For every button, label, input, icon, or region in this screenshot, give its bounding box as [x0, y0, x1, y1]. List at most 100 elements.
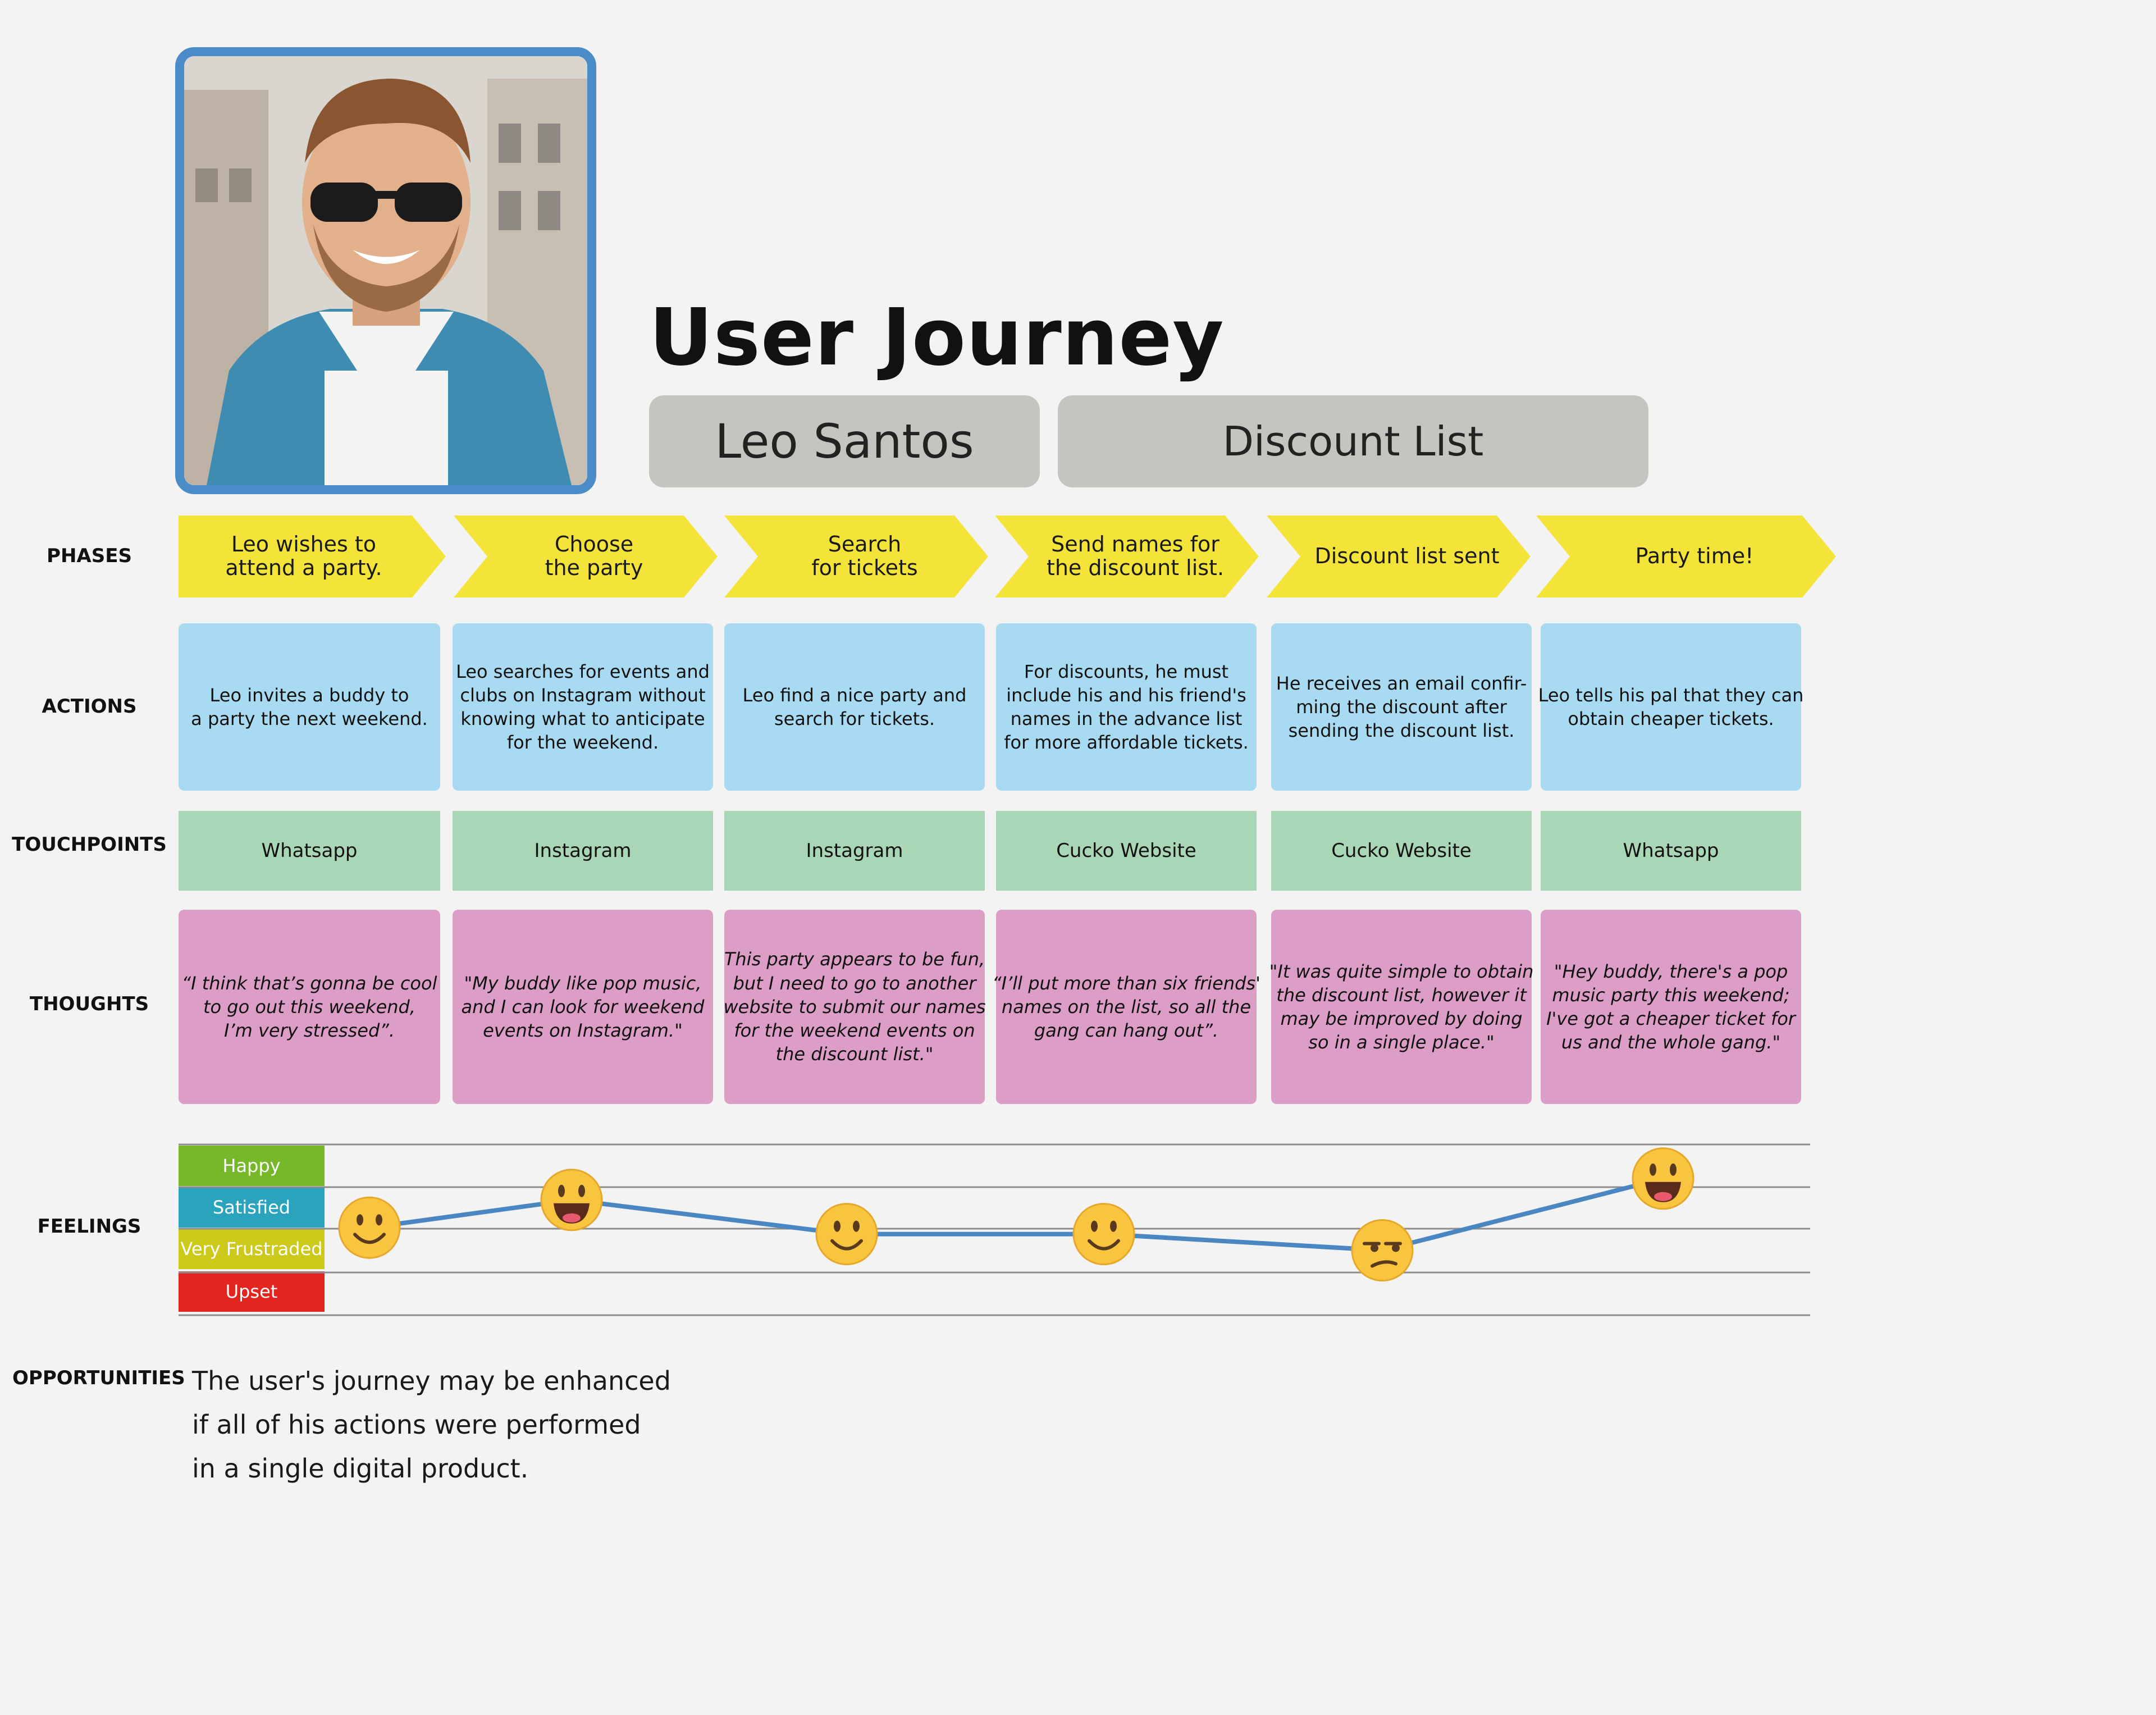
thought-card-line: the discount list.": [775, 1043, 934, 1065]
thought-card-line: but I need to go to another: [733, 972, 976, 994]
feeling-label: Very Frustraded: [180, 1238, 323, 1260]
action-card-line: obtain cheaper tickets.: [1568, 708, 1774, 729]
persona-name: Leo Santos: [715, 414, 974, 469]
touchpoint-card: Instagram: [453, 811, 713, 891]
feelings-line: [369, 1176, 1664, 1253]
touchpoint-card-label: Instagram: [534, 839, 632, 862]
touchpoint-card: Whatsapp: [1541, 811, 1801, 891]
touchpoint-card: Cucko Website: [1271, 811, 1532, 891]
feeling-label: Satisfied: [212, 1197, 291, 1218]
grin-emoji-icon: [540, 1169, 603, 1231]
thought-card-line: may be improved by doing: [1280, 1008, 1523, 1029]
smile-emoji-icon: [338, 1196, 401, 1259]
touchpoint-card: Cucko Website: [996, 811, 1257, 891]
phase-label-line: Search: [828, 532, 902, 557]
phase-label: Party time!: [1570, 516, 1819, 597]
thought-card: "My buddy like pop music,and I can look …: [453, 910, 713, 1104]
action-card-line: sending the discount list.: [1288, 720, 1515, 742]
persona-photo: [175, 47, 596, 494]
action-card-line: clubs on Instagram without: [460, 684, 706, 706]
thought-card-line: “I’ll put more than six friends': [992, 972, 1260, 994]
action-card-line: for more affordable tickets.: [1004, 732, 1249, 754]
feeling-level-happy: Happy: [179, 1146, 325, 1186]
phase-label-line: for tickets: [811, 555, 918, 580]
touchpoint-card-label: Cucko Website: [1331, 839, 1472, 862]
phase-label: Discount list sent: [1300, 516, 1514, 597]
phase-chevron: [1267, 516, 1531, 597]
action-card-line: names in the advance list: [1010, 708, 1243, 729]
opportunities-text: The user's journey may be enhanced if al…: [192, 1359, 697, 1490]
action-card-line: Leo invites a buddy to: [209, 684, 409, 706]
row-label-actions: ACTIONS: [42, 695, 137, 718]
action-card-line: Leo searches for events and: [456, 660, 710, 682]
thought-card-line: so in a single place.": [1308, 1032, 1495, 1053]
action-card-line: For discounts, he must: [1024, 660, 1229, 682]
phase-label-line: Party time!: [1635, 544, 1754, 569]
feeling-level-upset: Upset: [179, 1271, 325, 1312]
journey-topic: Discount List: [1222, 418, 1484, 465]
row-label-feelings: FEELINGS: [37, 1215, 141, 1238]
touchpoint-card: Instagram: [724, 811, 985, 891]
smile-emoji-icon: [1072, 1203, 1135, 1266]
thought-card-line: I’m very stressed”.: [224, 1020, 395, 1042]
row-label-thoughts: THOUGHTS: [29, 993, 149, 1015]
thought-card-line: and I can look for weekend: [461, 996, 705, 1018]
thought-card-line: gang can hang out”.: [1034, 1020, 1219, 1042]
thought-card-line: events on Instagram.": [483, 1020, 683, 1042]
feeling-label: Happy: [222, 1155, 281, 1176]
thought-card-line: This party appears to be fun,: [724, 948, 985, 970]
thought-card-line: "Hey buddy, there's a pop: [1554, 960, 1788, 982]
action-card-line: search for tickets.: [774, 708, 935, 729]
opportunities-line: in a single digital product.: [192, 1453, 529, 1484]
action-card-line: include his and his friend's: [1006, 684, 1246, 706]
feeling-label: Upset: [225, 1281, 278, 1302]
thought-card-line: "My buddy like pop music,: [464, 972, 702, 994]
action-card-line: Leo find a nice party and: [742, 684, 967, 706]
phase-label-line: Discount list sent: [1314, 544, 1500, 569]
touchpoint-card-label: Whatsapp: [261, 839, 358, 862]
row-label-opportunities: OPPORTUNITIES: [12, 1367, 185, 1389]
phase-label-line: Choose: [554, 532, 634, 557]
feeling-level-satisfied: Satisfied: [179, 1187, 325, 1228]
phase-chevrons: [179, 516, 1836, 597]
phase-chevron: [1536, 516, 1836, 597]
action-card-line: knowing what to anticipate: [460, 708, 705, 729]
phase-label-line: the discount list.: [1046, 555, 1225, 580]
journey-topic-badge: Discount List: [1058, 395, 1648, 487]
opportunities-line: if all of his actions were performed: [192, 1410, 641, 1440]
action-card: He receives an email confir-ming the dis…: [1271, 623, 1532, 791]
smile-emoji-icon: [815, 1203, 878, 1266]
persona-name-badge: Leo Santos: [649, 395, 1040, 487]
phase-label-line: Leo wishes to: [231, 532, 377, 557]
touchpoint-card-label: Instagram: [806, 839, 903, 862]
action-card-line: a party the next weekend.: [191, 708, 428, 729]
thought-card-line: "It was quite simple to obtain: [1269, 960, 1534, 982]
phase-chevron: [724, 516, 988, 597]
action-card-line: ming the discount after: [1296, 696, 1507, 718]
row-label-touchpoints: TOUCHPOINTS: [12, 833, 167, 856]
thought-card: This party appears to be fun,but I need …: [723, 910, 986, 1104]
thought-card-line: to go out this weekend,: [203, 996, 416, 1018]
thought-card-line: music party this weekend;: [1552, 984, 1790, 1006]
thought-card-line: website to submit our names: [723, 996, 986, 1018]
portrait-image: [184, 56, 587, 485]
thought-card-line: us and the whole gang.": [1561, 1032, 1781, 1053]
touchpoint-card: Whatsapp: [179, 811, 440, 891]
phase-label-line: Send names for: [1051, 532, 1219, 557]
action-card-line: for the weekend.: [506, 732, 659, 754]
touchpoint-card-label: Cucko Website: [1056, 839, 1196, 862]
grin-emoji-icon: [1632, 1147, 1694, 1210]
thought-card-line: names on the list, so all the: [1001, 996, 1251, 1018]
row-label-phases: PHASES: [47, 545, 132, 567]
touchpoint-card-label: Whatsapp: [1623, 839, 1719, 862]
